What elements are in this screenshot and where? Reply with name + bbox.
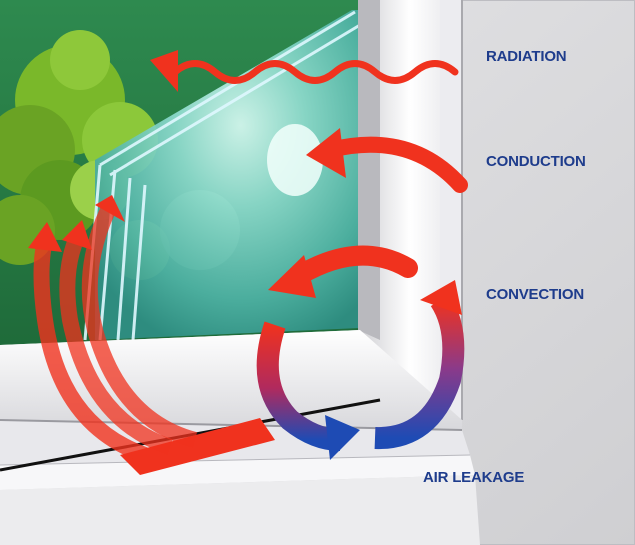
radiation-label: RADIATION xyxy=(486,48,567,65)
glass-pane xyxy=(95,10,360,340)
window-frame-side xyxy=(360,0,460,420)
conduction-label: CONDUCTION xyxy=(486,153,586,170)
convection-label: CONVECTION xyxy=(486,286,585,303)
glass-highlight xyxy=(267,124,323,196)
convection-arrows xyxy=(256,245,465,460)
sill-front xyxy=(0,455,475,490)
window-frame-inner xyxy=(358,0,380,340)
radiation-arrow xyxy=(150,50,459,92)
conduction-arrow xyxy=(306,128,468,193)
air-leakage-arrows xyxy=(28,195,275,475)
leak-base xyxy=(120,418,275,475)
wall-lower xyxy=(0,475,480,545)
air-leakage-label: AIR LEAKAGE xyxy=(423,469,525,486)
